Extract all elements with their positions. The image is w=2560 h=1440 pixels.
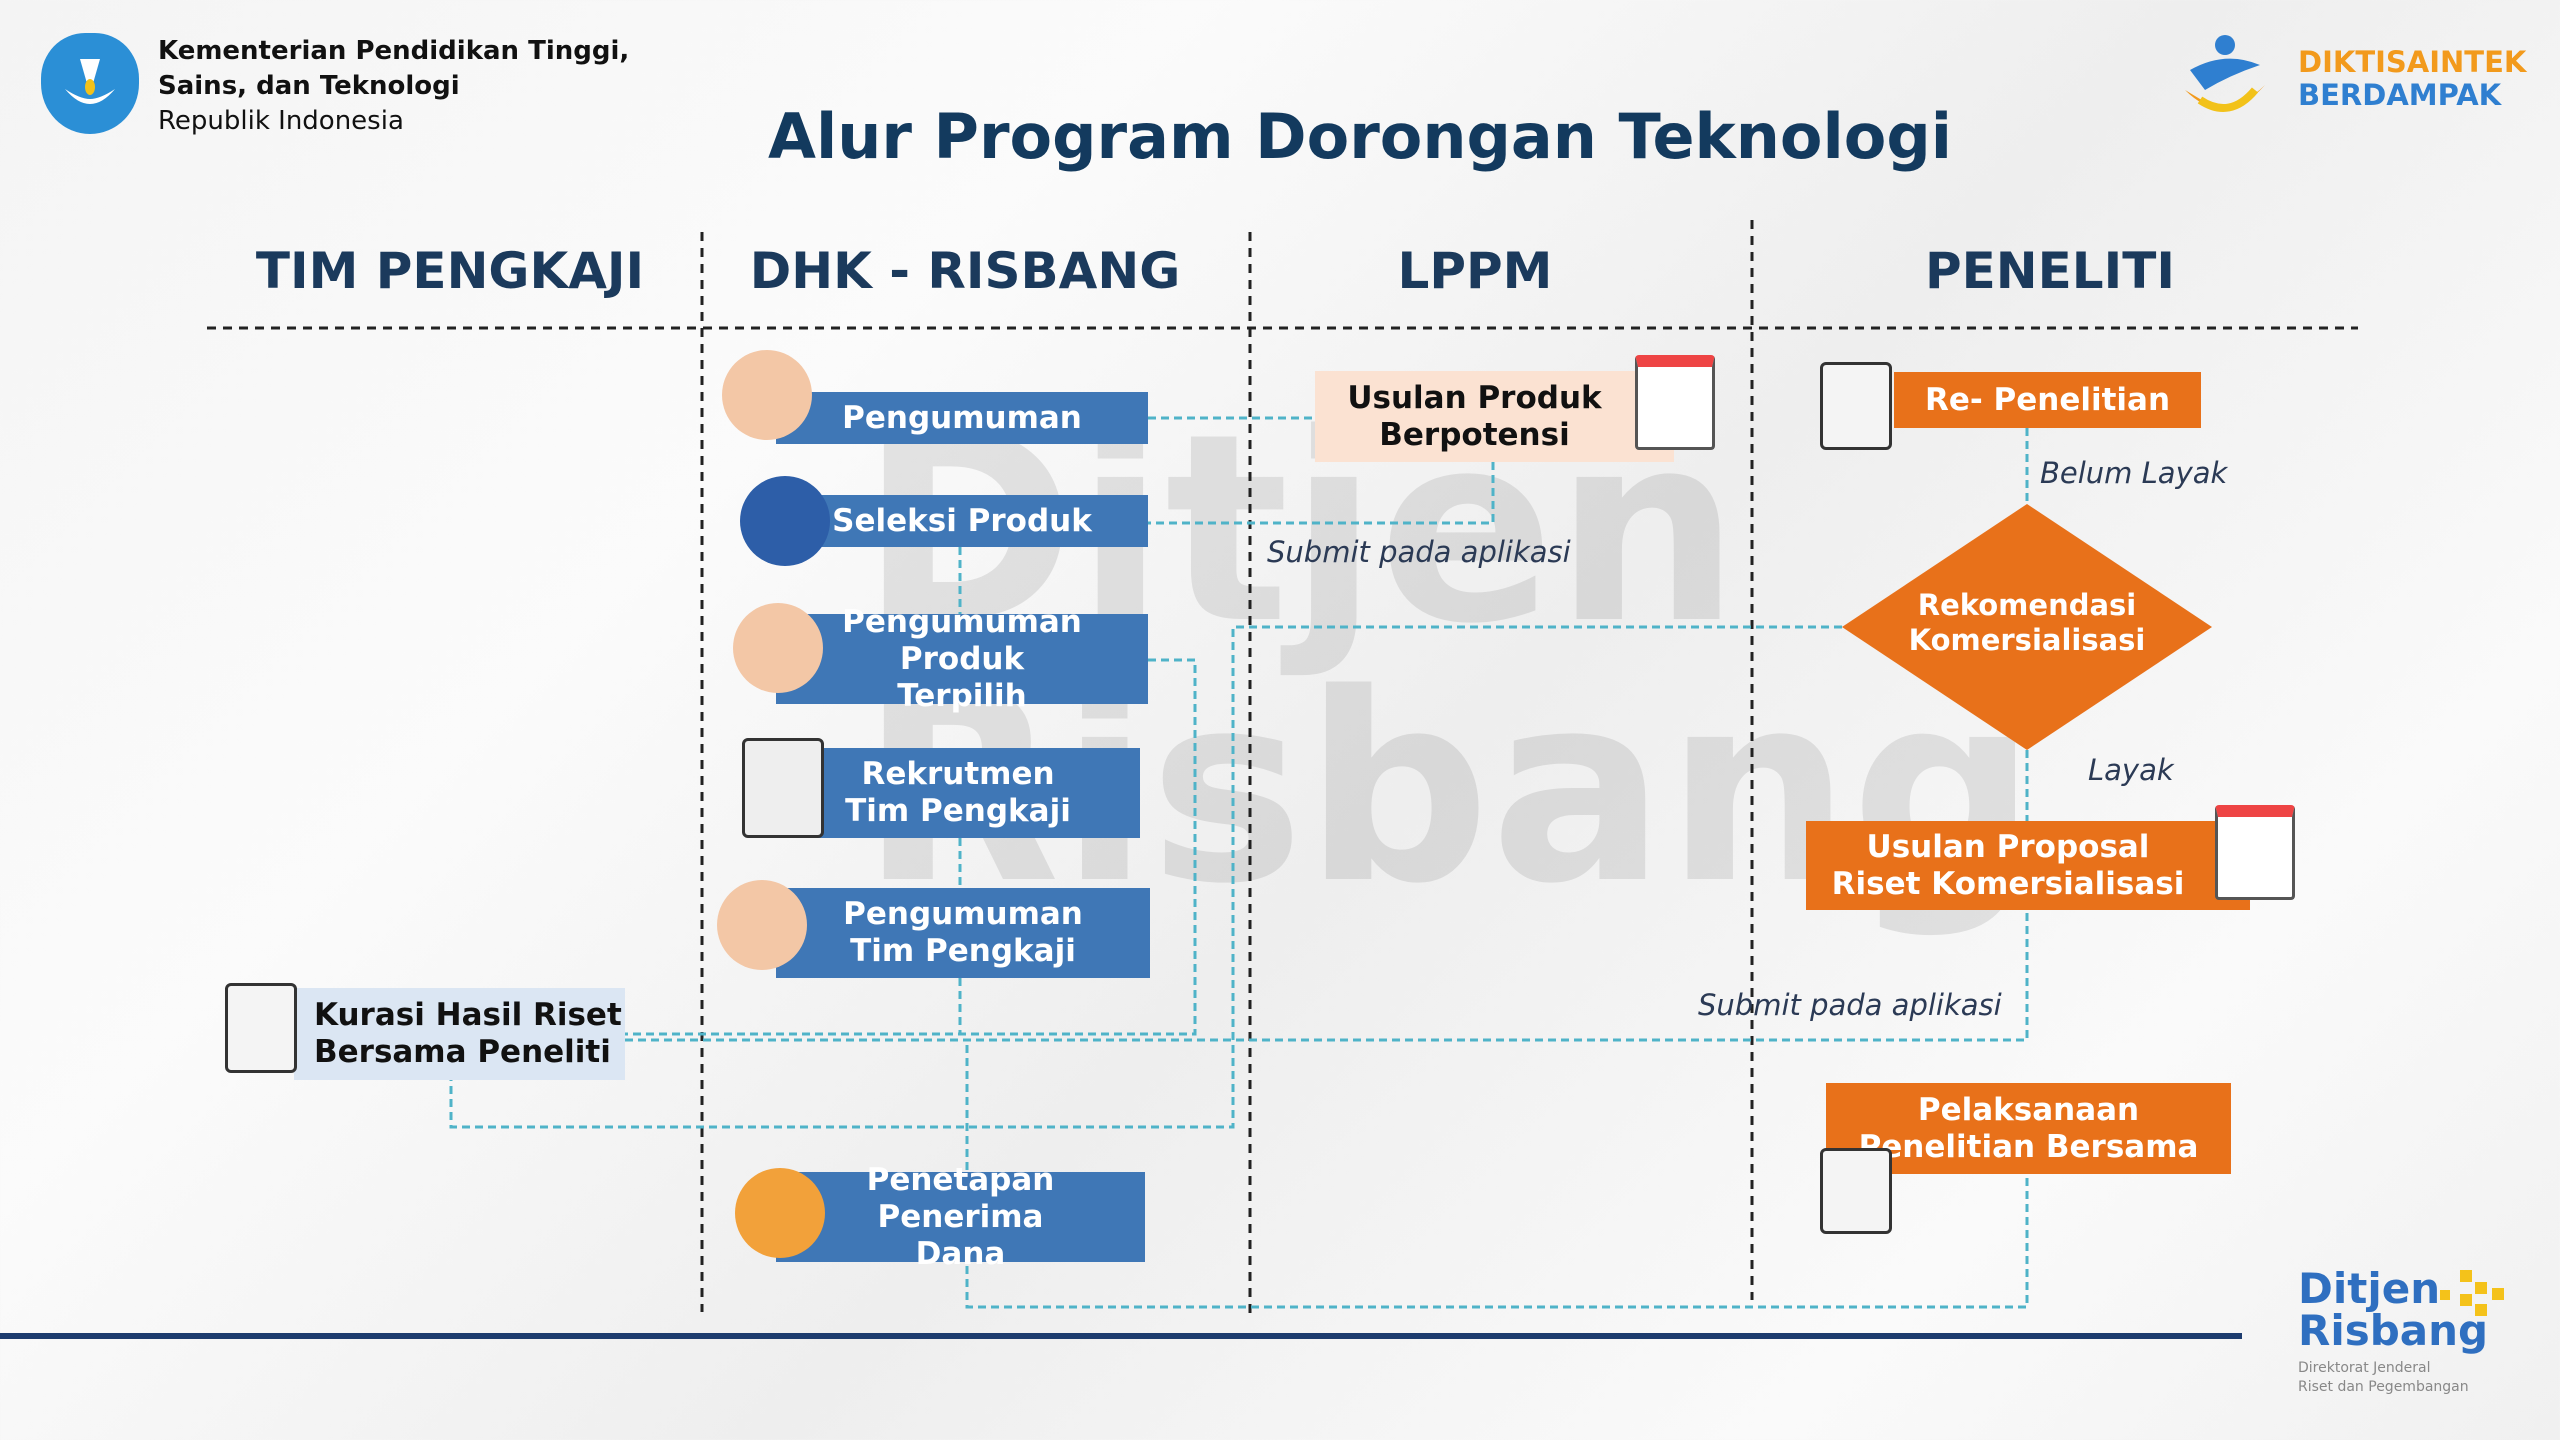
decision-rekomendasi: Rekomendasi Komersialisasi bbox=[1908, 588, 2146, 657]
logo-sub-2: Riset dan Pegembangan bbox=[2298, 1379, 2469, 1395]
column-lppm: LPPM bbox=[1397, 242, 1553, 300]
step-rekrutmen-tim-pengkaji: Rekrutmen Tim Pengkaji bbox=[776, 748, 1140, 838]
diktisaintek-logo-icon bbox=[2180, 30, 2270, 125]
logo-sub-1: Direktorat Jenderal bbox=[2298, 1360, 2431, 1376]
document-list-icon bbox=[1820, 362, 1892, 450]
step-seleksi-produk: Seleksi Produk bbox=[776, 495, 1148, 547]
document-hands-icon bbox=[2215, 805, 2295, 900]
document-list-icon bbox=[1820, 1148, 1892, 1234]
megaphone-person-icon bbox=[717, 880, 807, 970]
step-pengumuman-produk-terpilih: Pengumuman Produk Terpilih bbox=[776, 604, 1148, 714]
ministry-line-3: Republik Indonesia bbox=[158, 106, 404, 136]
step-usulan-produk: Usulan Produk Berpotensi bbox=[1315, 371, 1674, 462]
trophy-team-icon bbox=[735, 1168, 825, 1258]
ministry-name: Kementerian Pendidikan Tinggi, Sains, da… bbox=[158, 34, 629, 139]
column-tim-pengkaji: TIM PENGKAJI bbox=[255, 242, 645, 300]
megaphone-person-icon bbox=[733, 603, 823, 693]
document-hands-icon bbox=[1635, 355, 1715, 450]
ministry-line-2: Sains, dan Teknologi bbox=[158, 71, 460, 101]
label-layak: Layak bbox=[2088, 753, 2174, 787]
step-pengumuman: Pengumuman bbox=[776, 392, 1148, 444]
yellow-pixels-icon bbox=[2440, 1270, 2504, 1316]
selection-hand-icon bbox=[740, 476, 830, 566]
step-kurasi: Kurasi Hasil Riset Bersama Peneliti bbox=[294, 988, 625, 1080]
connector bbox=[625, 658, 1197, 1036]
diktisaintek-brand: DIKTISAINTEK BERDAMPAK bbox=[2298, 46, 2526, 112]
step-pelaksanaan: Pelaksanaan Penelitian Bersama bbox=[1826, 1083, 2231, 1174]
megaphone-person-icon bbox=[722, 350, 812, 440]
column-peneliti: PENELITI bbox=[1925, 242, 2175, 300]
step-re-penelitian: Re- Penelitian bbox=[1894, 372, 2201, 428]
page-title: Alur Program Dorongan Teknologi bbox=[768, 100, 1952, 173]
brand-bottom: BERDAMPAK bbox=[2298, 78, 2502, 112]
step-usulan-proposal: Usulan Proposal Riset Komersialisasi bbox=[1806, 821, 2250, 910]
contract-handshake-icon bbox=[742, 738, 824, 838]
connector bbox=[449, 625, 1842, 1129]
ditjen-risbang-logo: Ditjen Risbang Direktorat Jenderal Riset… bbox=[2298, 1268, 2488, 1396]
brand-top: DIKTISAINTEK bbox=[2298, 45, 2527, 79]
decision-diamond bbox=[1842, 504, 2212, 750]
connector bbox=[1148, 462, 1495, 525]
label-submit-aplikasi: Submit pada aplikasi bbox=[1267, 535, 1571, 569]
label-submit-aplikasi-2: Submit pada aplikasi bbox=[1698, 988, 2002, 1022]
connector bbox=[625, 910, 2029, 1042]
ministry-line-1: Kementerian Pendidikan Tinggi, bbox=[158, 36, 630, 66]
step-penetapan-penerima-dana: Penetapan Penerima Dana bbox=[776, 1162, 1145, 1272]
logo-line-2: Risbang bbox=[2298, 1306, 2489, 1355]
kemdikti-logo bbox=[41, 33, 139, 134]
document-list-icon bbox=[225, 983, 297, 1073]
step-pengumuman-tim-pengkaji: Pengumuman Tim Pengkaji bbox=[776, 888, 1150, 978]
label-belum-layak: Belum Layak bbox=[2040, 456, 2228, 490]
logo-line-1: Ditjen bbox=[2298, 1264, 2441, 1313]
column-dhk-risbang: DHK - RISBANG bbox=[749, 242, 1181, 300]
